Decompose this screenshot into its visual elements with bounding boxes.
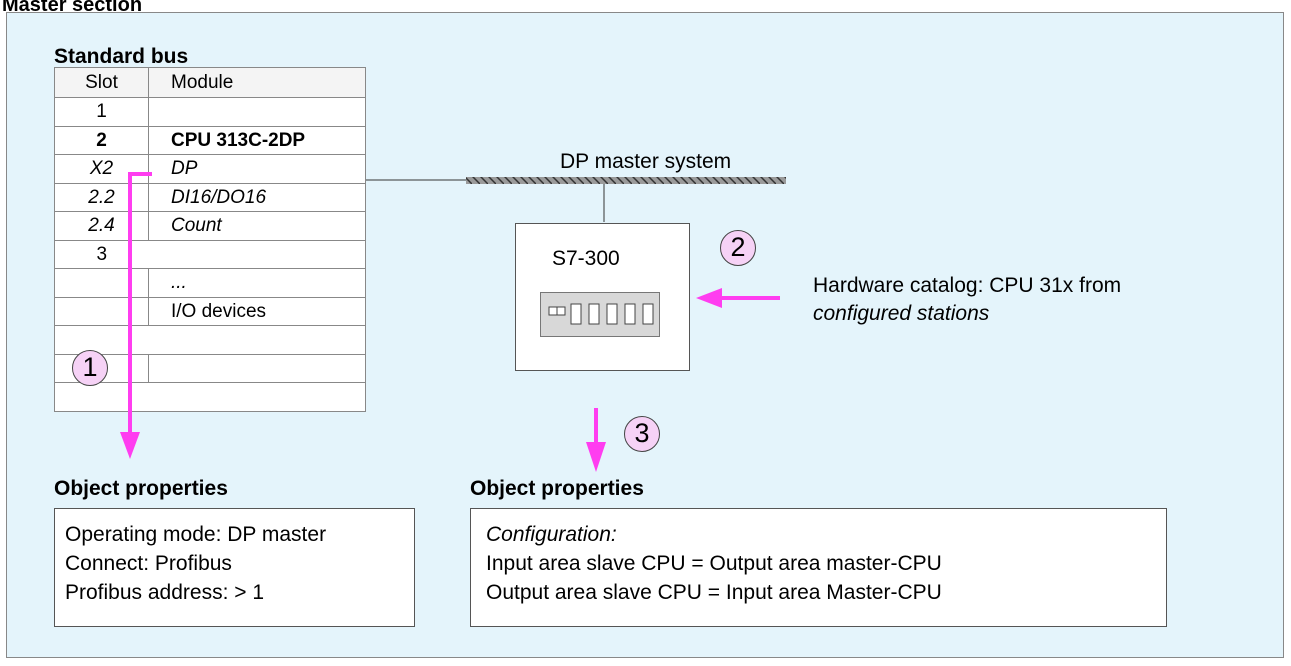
object-properties-right-box: Configuration: Input area slave CPU = Ou… <box>470 508 1167 627</box>
module-cell: DI16/DO16 <box>148 182 366 212</box>
step-2-arrowhead <box>696 288 722 308</box>
slot-cell: 2 <box>54 125 149 155</box>
s7-300-station: S7-300 <box>515 223 690 371</box>
step-1-arrowhead <box>120 432 140 459</box>
connect-text: Connect: Profibus <box>65 552 232 575</box>
step-2-badge: 2 <box>720 230 756 266</box>
slot-cell <box>54 382 149 412</box>
table-row <box>54 382 366 412</box>
module-cell <box>148 97 366 127</box>
operating-mode-text: Operating mode: DP master <box>65 523 327 546</box>
table-row: 2.2 DI16/DO16 <box>54 182 366 212</box>
object-properties-left-box: Operating mode: DP master Connect: Profi… <box>54 508 415 627</box>
table-row: X2 DP <box>54 154 366 184</box>
step-3-badge: 3 <box>624 416 660 452</box>
standard-bus-table: Slot Module 1 2 CPU 313C-2DP X2 DP 2.2 D… <box>54 67 366 412</box>
table-row: 1 <box>54 97 366 127</box>
cpu-module-rack <box>540 292 660 337</box>
step-1-badge: 1 <box>72 350 108 386</box>
table-header-row: Slot Module <box>54 67 366 98</box>
module-cell <box>148 239 366 269</box>
slot-cell <box>54 325 149 355</box>
step-3-arrowhead <box>586 442 606 472</box>
object-properties-right-title: Object properties <box>470 477 644 500</box>
header-module: Module <box>148 67 366 98</box>
header-slot: Slot <box>54 67 149 98</box>
slot-cell <box>54 296 149 326</box>
standard-bus-title: Standard bus <box>54 45 189 68</box>
module-cell: CPU 313C-2DP <box>148 125 366 155</box>
table-row: 3 <box>54 239 366 269</box>
table-row: 2 CPU 313C-2DP <box>54 125 366 155</box>
slot-cell: X2 <box>54 154 149 184</box>
hardware-catalog-text: Hardware catalog: CPU 31x from <box>813 274 1122 297</box>
slot-cell: 2.4 <box>54 211 149 241</box>
rack-slots-icon <box>548 303 654 325</box>
output-area-mapping: Output area slave CPU = Input area Maste… <box>486 581 942 604</box>
object-properties-left-title: Object properties <box>54 477 228 500</box>
module-cell <box>148 325 366 355</box>
dp-master-system-bus <box>466 177 786 184</box>
module-cell: DP <box>148 154 366 184</box>
table-row <box>54 325 366 355</box>
step-1-arrow-line <box>128 172 152 436</box>
profibus-address-text: Profibus address: > 1 <box>65 581 265 604</box>
station-label: S7-300 <box>552 247 620 270</box>
module-cell <box>148 382 366 412</box>
hardware-catalog-source: configured stations <box>813 302 990 325</box>
input-area-mapping: Input area slave CPU = Output area maste… <box>486 552 942 575</box>
table-row: 2.4 Count <box>54 211 366 241</box>
dp-master-system-label: DP master system <box>560 150 732 173</box>
configuration-label: Configuration: <box>486 523 617 546</box>
